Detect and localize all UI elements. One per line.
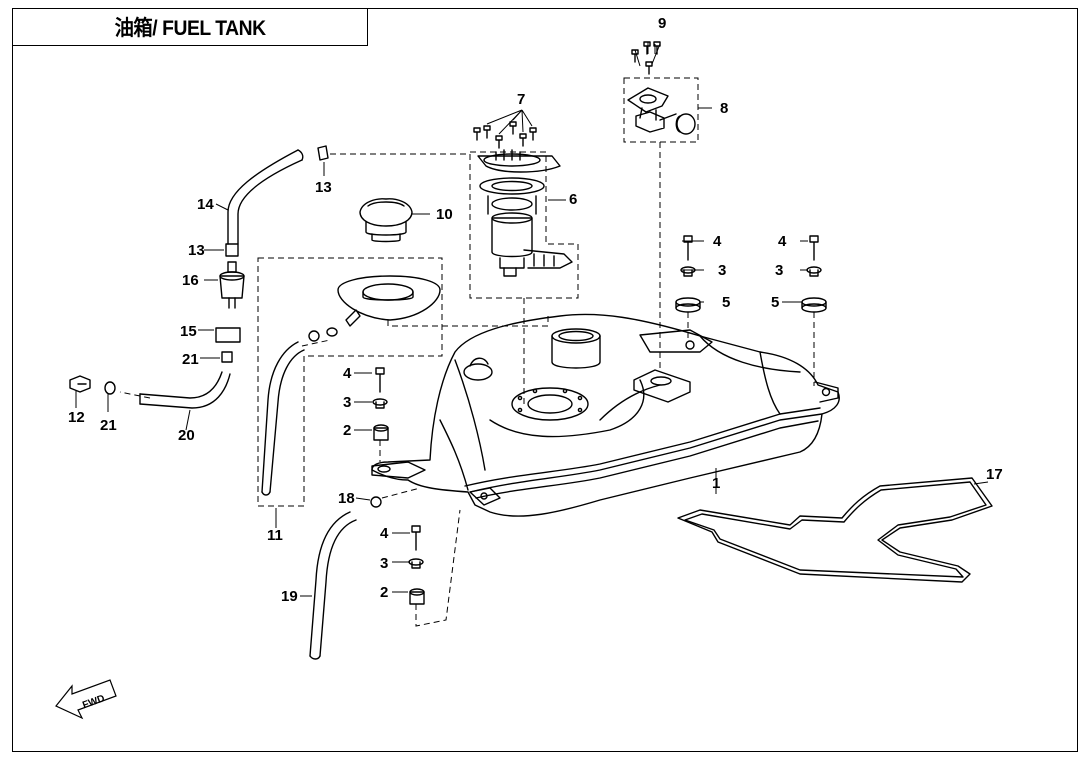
callout-12: 12 — [68, 409, 85, 426]
callout-3b: 3 — [380, 555, 388, 572]
fastener-stack-lower — [408, 525, 425, 605]
callout-4c: 4 — [713, 233, 722, 250]
fuel-hose-20 — [139, 371, 231, 409]
callout-20: 20 — [178, 427, 195, 444]
callout-3d: 3 — [775, 262, 783, 279]
fastener-stack-rear-left — [675, 235, 701, 313]
sensor-screws — [631, 41, 661, 75]
callout-5b: 5 — [771, 294, 779, 311]
fuel-filter — [219, 261, 245, 309]
callout-13b: 13 — [315, 179, 332, 196]
sleeve-15 — [215, 327, 241, 343]
vent-hose-11 — [261, 341, 305, 493]
fuel-cap — [359, 198, 413, 243]
callout-2b: 2 — [380, 584, 388, 601]
group-box-8 — [623, 77, 699, 143]
callout-1: 1 — [712, 475, 720, 492]
callout-9: 9 — [658, 15, 666, 32]
callout-4d: 4 — [778, 233, 787, 250]
connector-12 — [69, 375, 91, 393]
callout-16: 16 — [182, 272, 199, 289]
fuel-level-sensor — [627, 87, 696, 135]
callout-11: 11 — [267, 527, 283, 544]
callout-13a: 13 — [188, 242, 205, 259]
callout-15: 15 — [180, 323, 197, 340]
group-box-11 — [257, 257, 443, 507]
callout-2a: 2 — [343, 422, 351, 439]
callout-10: 10 — [436, 206, 453, 223]
callout-18: 18 — [338, 490, 355, 507]
fastener-stack-center — [372, 367, 389, 441]
callout-4a: 4 — [343, 365, 352, 382]
drain-hose-19 — [309, 511, 357, 657]
fuel-pump-assembly — [477, 149, 573, 277]
filler-insulator — [337, 275, 441, 327]
callout-4b: 4 — [380, 525, 389, 542]
fuel-tank — [371, 313, 840, 517]
group-box-6 — [469, 151, 579, 299]
heat-shield-pad — [677, 477, 993, 583]
callout-19: 19 — [281, 588, 298, 605]
hose-clamp-18 — [370, 496, 382, 508]
pump-screws — [473, 121, 537, 149]
callout-3c: 3 — [718, 262, 726, 279]
drawing-frame — [12, 8, 1078, 752]
clip-21-upper — [221, 351, 233, 363]
vent-hose-14 — [227, 149, 303, 245]
callout-8: 8 — [720, 100, 728, 117]
title-block: 油箱/ FUEL TANK — [12, 8, 368, 46]
callout-3a: 3 — [343, 394, 351, 411]
callout-17: 17 — [986, 466, 1003, 483]
forward-direction-arrow: FWD — [55, 679, 117, 720]
callout-14: 14 — [197, 196, 214, 213]
callout-21a: 21 — [182, 351, 199, 368]
callout-7: 7 — [517, 91, 525, 108]
clamp-13-lower — [225, 243, 239, 257]
clamp-13-upper — [317, 145, 329, 161]
callout-6: 6 — [569, 191, 577, 208]
callout-21b: 21 — [100, 417, 117, 434]
callout-5a: 5 — [722, 294, 730, 311]
fastener-stack-rear-right — [801, 235, 827, 313]
page-title: 油箱/ FUEL TANK — [114, 17, 266, 40]
clip-21-lower — [104, 381, 116, 395]
